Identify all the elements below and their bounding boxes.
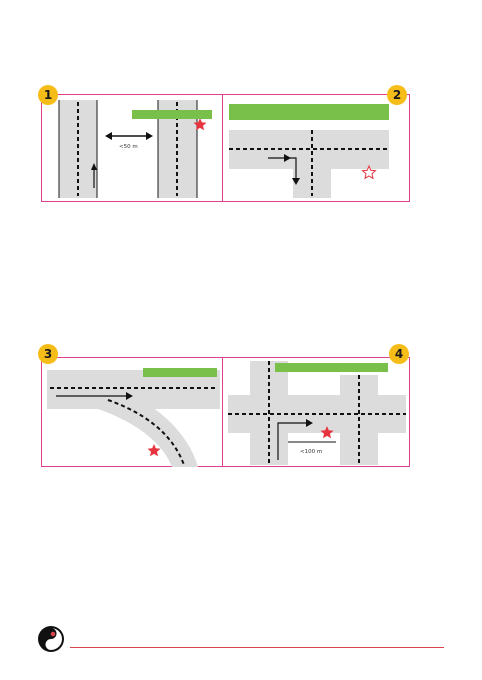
yin-yang-logo-icon	[36, 624, 66, 654]
panel-4-distance: <100 m	[300, 449, 322, 455]
panel-4-number-badge: 4	[389, 344, 409, 364]
footer-rule	[70, 647, 444, 648]
panel-4-label	[275, 363, 388, 372]
